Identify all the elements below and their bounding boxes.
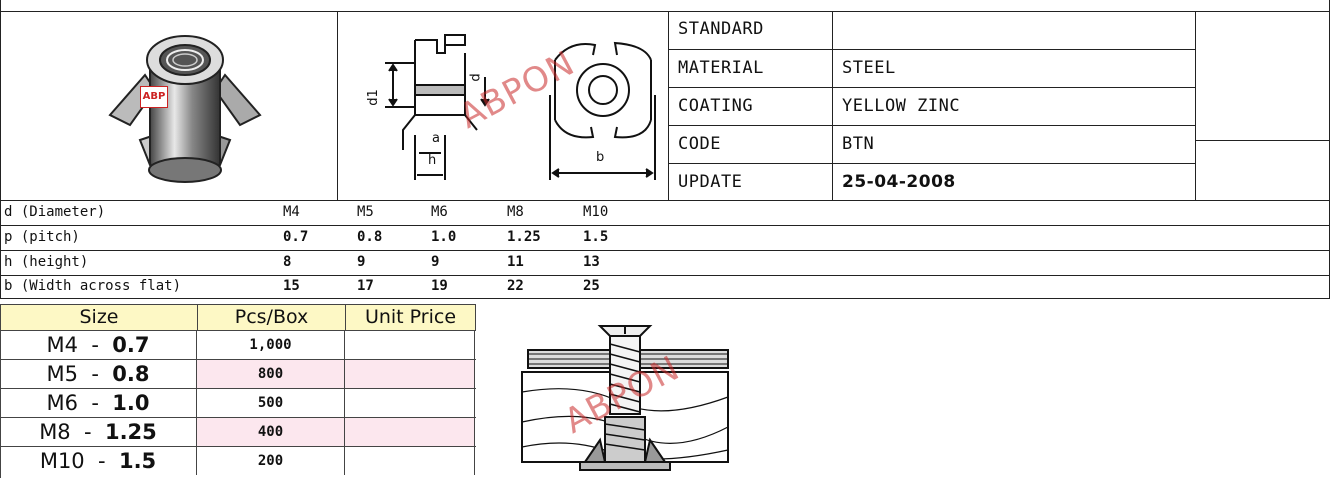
unit-price-cell [345,331,475,359]
spec-h-m6: 9 [431,254,440,270]
price-row: M6 - 1.0 500 [0,389,476,418]
size-cell: M4 - 0.7 [0,331,197,359]
top-border [0,11,1330,12]
pcs-cell: 500 [197,389,345,417]
price-row: M8 - 1.25 400 [0,418,476,447]
spec-label-width: b (Width across flat) [4,278,182,294]
header-unit-price: Unit Price [345,304,476,331]
size-cell: M6 - 1.0 [0,389,197,417]
spec-b-m10: 25 [583,278,600,294]
col-sep-4 [1195,11,1196,201]
tnut-photo [108,35,262,183]
spec-d-m4: M4 [283,204,300,220]
prod-row-line-2 [668,87,1196,88]
top-left-stub [0,0,1,12]
spec-line-2 [0,250,1330,251]
size-cell: M10 - 1.5 [0,447,197,475]
spec-p-m4: 0.7 [283,229,309,245]
label-material: MATERIAL [678,58,764,78]
spec-p-m10: 1.5 [583,229,609,245]
spec-p-m8: 1.25 [507,229,541,245]
pcs-cell: 1,000 [197,331,345,359]
dim-label-h: h [428,153,437,168]
label-coating: COATING [678,96,754,116]
spec-b-m5: 17 [357,278,374,294]
spec-h-m5: 9 [357,254,366,270]
spec-d-m10: M10 [583,204,609,220]
spec-d-m6: M6 [431,204,448,220]
label-standard: STANDARD [678,19,764,39]
spec-label-diameter: d (Diameter) [4,204,106,220]
value-material: STEEL [842,58,896,78]
header-pcs-box: Pcs/Box [197,304,346,331]
spec-label-height: h (height) [4,254,89,270]
label-update: UPDATE [678,172,743,192]
spec-b-m4: 15 [283,278,300,294]
value-coating: YELLOW ZINC [842,96,961,116]
header-size: Size [0,304,198,331]
spec-line-1 [0,225,1330,226]
dim-label-a: a [432,131,440,146]
col-sep-2 [668,11,669,201]
unit-price-cell [345,418,475,446]
abp-logo-text: ABP [142,91,166,102]
dim-label-b: b [596,150,605,165]
col-sep-3 [832,11,833,201]
dim-label-d1: d1 [365,89,381,106]
prod-row-line-3 [668,125,1196,126]
installation-drawing [521,325,729,471]
spec-d-m5: M5 [357,204,374,220]
prod-right-line [1195,140,1330,141]
size-cell: M5 - 0.8 [0,360,197,388]
spec-line-3 [0,275,1330,276]
label-code: CODE [678,134,721,154]
spec-d-m8: M8 [507,204,524,220]
col-sep-1 [337,11,338,201]
abp-logo-badge: ABP [140,86,168,108]
price-row: M4 - 0.7 1,000 [0,331,476,360]
unit-price-cell [345,447,475,475]
dim-label-d: d [468,73,484,82]
pcs-cell: 200 [197,447,345,475]
spec-line-4 [0,298,1330,299]
spec-p-m5: 0.8 [357,229,383,245]
size-cell: M8 - 1.25 [0,418,197,446]
spec-label-pitch: p (pitch) [4,229,80,245]
unit-price-cell [345,360,475,388]
pcs-cell: 400 [197,418,345,446]
spec-b-m6: 19 [431,278,448,294]
price-table-left-border [0,331,1,478]
prod-row-line-4 [668,163,1196,164]
unit-price-cell [345,389,475,417]
spec-p-m6: 1.0 [431,229,457,245]
value-update: 25-04-2008 [842,172,956,192]
price-row: M10 - 1.5 200 [0,447,476,476]
spec-h-m10: 13 [583,254,600,270]
spec-b-m8: 22 [507,278,524,294]
image-row-bottom [0,200,1330,201]
technical-drawing [385,34,656,180]
spec-h-m8: 11 [507,254,524,270]
left-border [0,11,1,298]
prod-row-line-1 [668,49,1196,50]
pcs-cell: 800 [197,360,345,388]
spec-h-m4: 8 [283,254,292,270]
value-code: BTN [842,134,875,154]
price-row: M5 - 0.8 800 [0,360,476,389]
